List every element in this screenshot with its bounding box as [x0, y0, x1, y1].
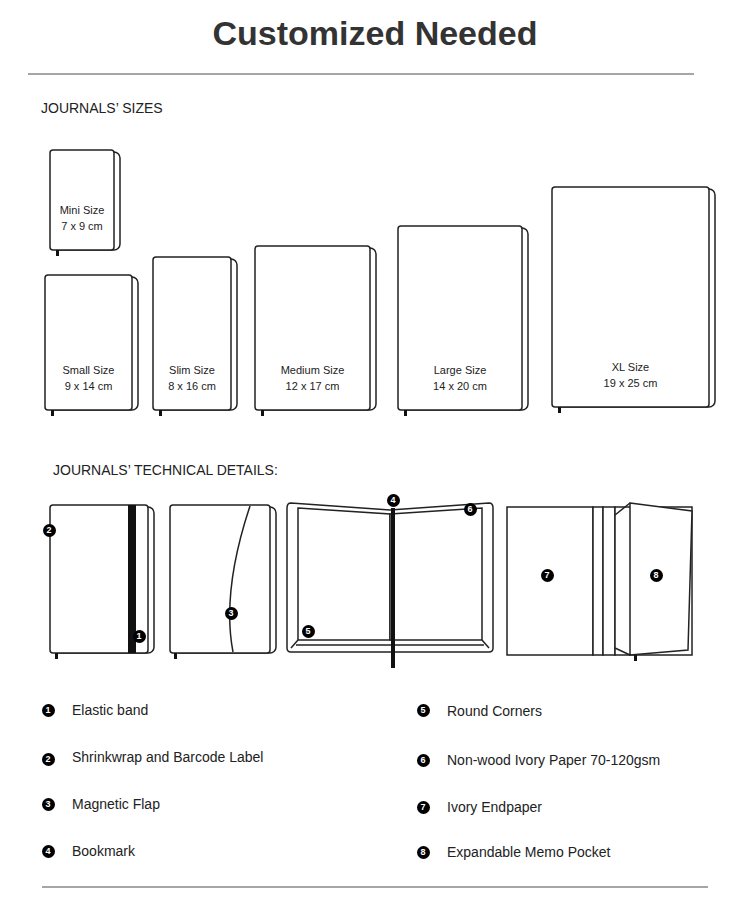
journal-flap	[170, 505, 276, 659]
size-name: Medium Size	[255, 362, 370, 378]
callout-number: 2	[42, 753, 55, 766]
size-text: Medium Size12 x 17 cm	[255, 362, 370, 394]
size-text: Mini Size7 x 9 cm	[50, 202, 114, 234]
journal-size: Slim Size8 x 16 cm	[153, 257, 237, 410]
size-name: Slim Size	[153, 362, 231, 378]
size-name: XL Size	[552, 359, 709, 375]
section-heading: JOURNALS’ SIZES	[41, 100, 163, 116]
rule-line	[28, 73, 694, 75]
part-name: Expandable Memo Pocket	[447, 844, 610, 860]
journal-size: XL Size19 x 25 cm	[552, 187, 715, 407]
part-name: Ivory Endpaper	[447, 799, 542, 815]
journal-outline	[50, 150, 120, 250]
callout-number: 3	[225, 607, 238, 620]
part-name: Bookmark	[72, 843, 135, 859]
callout-number: 4	[42, 845, 55, 858]
size-name: Mini Size	[50, 202, 114, 218]
callout-number: 4	[387, 494, 400, 507]
section-heading: JOURNALS’ TECHNICAL DETAILS:	[53, 462, 278, 478]
callout-number: 8	[650, 569, 663, 582]
size-name: Small Size	[45, 362, 132, 378]
journal-size: Mini Size7 x 9 cm	[50, 150, 120, 250]
callout-number: 2	[43, 524, 56, 537]
callout-number: 8	[417, 846, 430, 859]
size-name: Large Size	[398, 362, 522, 378]
journal-open	[287, 503, 493, 668]
dimension: 14 x 20 cm	[398, 378, 522, 394]
dimension: 8 x 16 cm	[153, 378, 231, 394]
journal-size: Large Size14 x 20 cm	[398, 226, 528, 410]
journal-elastic	[50, 505, 154, 659]
callout-number: 1	[42, 704, 55, 717]
callout-number: 7	[417, 801, 430, 814]
part-name: Shrinkwrap and Barcode Label	[72, 749, 263, 765]
callout-number: 6	[464, 503, 477, 516]
journal-outline	[552, 187, 715, 407]
callout-number: 7	[541, 569, 554, 582]
part-name: Magnetic Flap	[72, 796, 160, 812]
callout-number: 5	[417, 704, 430, 717]
size-text: XL Size19 x 25 cm	[552, 359, 709, 391]
callout-number: 6	[417, 754, 430, 767]
page-title: Customized Needed	[0, 14, 750, 53]
size-text: Small Size9 x 14 cm	[45, 362, 132, 394]
dimension: 19 x 25 cm	[552, 375, 709, 391]
rule-line	[42, 886, 708, 888]
journal-size: Medium Size12 x 17 cm	[255, 246, 376, 410]
size-text: Large Size14 x 20 cm	[398, 362, 522, 394]
size-text: Slim Size8 x 16 cm	[153, 362, 231, 394]
part-name: Round Corners	[447, 703, 542, 719]
callout-number: 1	[133, 630, 146, 643]
part-name: Elastic band	[72, 702, 148, 718]
callout-number: 3	[42, 798, 55, 811]
dimension: 9 x 14 cm	[45, 378, 132, 394]
part-name: Non-wood Ivory Paper 70-120gsm	[447, 752, 660, 768]
dimension: 12 x 17 cm	[255, 378, 370, 394]
journal-pocket	[507, 503, 692, 661]
callout-number: 5	[302, 625, 315, 638]
journal-size: Small Size9 x 14 cm	[45, 275, 138, 410]
dimension: 7 x 9 cm	[50, 218, 114, 234]
